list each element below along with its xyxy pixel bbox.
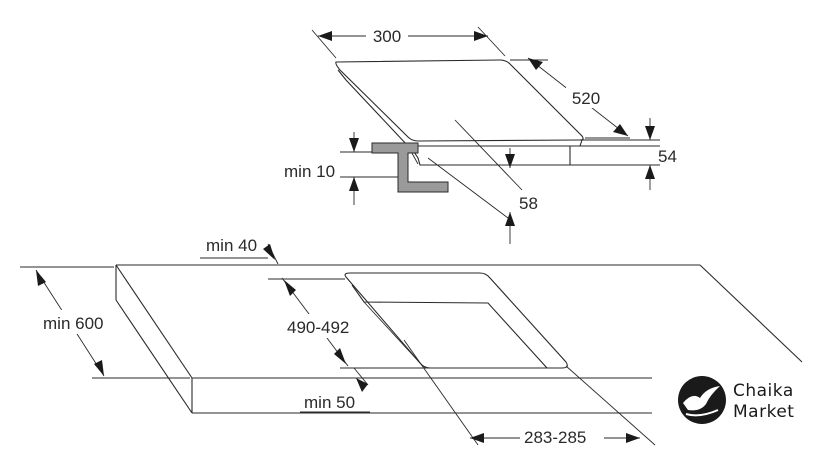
- dim-arrow: [470, 433, 484, 443]
- dim-54: 54: [570, 118, 677, 190]
- mounting-bracket: [371, 142, 449, 193]
- hob-glass-edge: [337, 69, 583, 147]
- dim-490-492: 490-492: [270, 277, 430, 369]
- dim-arrow: [263, 244, 275, 260]
- dim-arrow: [36, 270, 46, 286]
- worktop-right-edge: [699, 264, 803, 363]
- dim-arrow: [505, 154, 515, 168]
- dim-58: 58: [427, 119, 538, 244]
- hob-glass-top: [335, 59, 584, 142]
- seagull-icon: [683, 386, 720, 411]
- dim-283-285: 283-285: [403, 339, 656, 447]
- hob-body: [409, 145, 571, 166]
- chaika-market-logo: Chaika Market: [678, 376, 794, 424]
- dim-arrow: [318, 31, 332, 41]
- logo-line-2: Market: [733, 402, 794, 422]
- dim-arrow: [528, 58, 543, 70]
- dim-arrow: [94, 360, 104, 376]
- dim-min-40: min 40: [200, 236, 345, 280]
- label-min-600: min 600: [43, 314, 103, 333]
- dim-arrow: [645, 126, 655, 140]
- label-283-285: 283-285: [524, 428, 586, 447]
- label-58: 58: [519, 194, 538, 213]
- label-54: 54: [658, 147, 677, 166]
- cutout-outer: [344, 272, 568, 369]
- dim-arrow: [613, 124, 628, 136]
- label-520: 520: [572, 89, 600, 108]
- dim-arrow: [356, 378, 368, 392]
- dim-min-50: min 50: [300, 367, 370, 413]
- dim-520: 520: [510, 57, 630, 139]
- label-490-492: 490-492: [287, 318, 349, 337]
- worktop-drawing: [115, 264, 803, 414]
- dim-arrow: [645, 165, 655, 179]
- logo-line-1: Chaika: [733, 381, 794, 401]
- hob-drawing: [335, 59, 660, 193]
- dim-300: 300: [311, 24, 506, 59]
- worktop-left-bottom: [115, 299, 193, 414]
- label-300: 300: [373, 27, 401, 46]
- dim-arrow: [349, 177, 359, 191]
- label-min-40: min 40: [206, 236, 257, 255]
- label-min-50: min 50: [304, 393, 355, 412]
- label-min-10: min 10: [284, 162, 335, 181]
- dim-arrow: [334, 348, 346, 364]
- dim-arrow: [474, 31, 488, 41]
- dim-min-10: min 10: [284, 132, 398, 205]
- dim-arrow: [284, 280, 296, 296]
- worktop-left-edge: [115, 264, 193, 379]
- dim-arrow: [505, 212, 515, 226]
- dim-arrow: [349, 138, 359, 152]
- dim-min-600: min 600: [20, 266, 190, 379]
- cutout-inner-corner: [363, 301, 421, 364]
- cutout-inner: [351, 284, 548, 369]
- dim-arrow: [626, 433, 640, 443]
